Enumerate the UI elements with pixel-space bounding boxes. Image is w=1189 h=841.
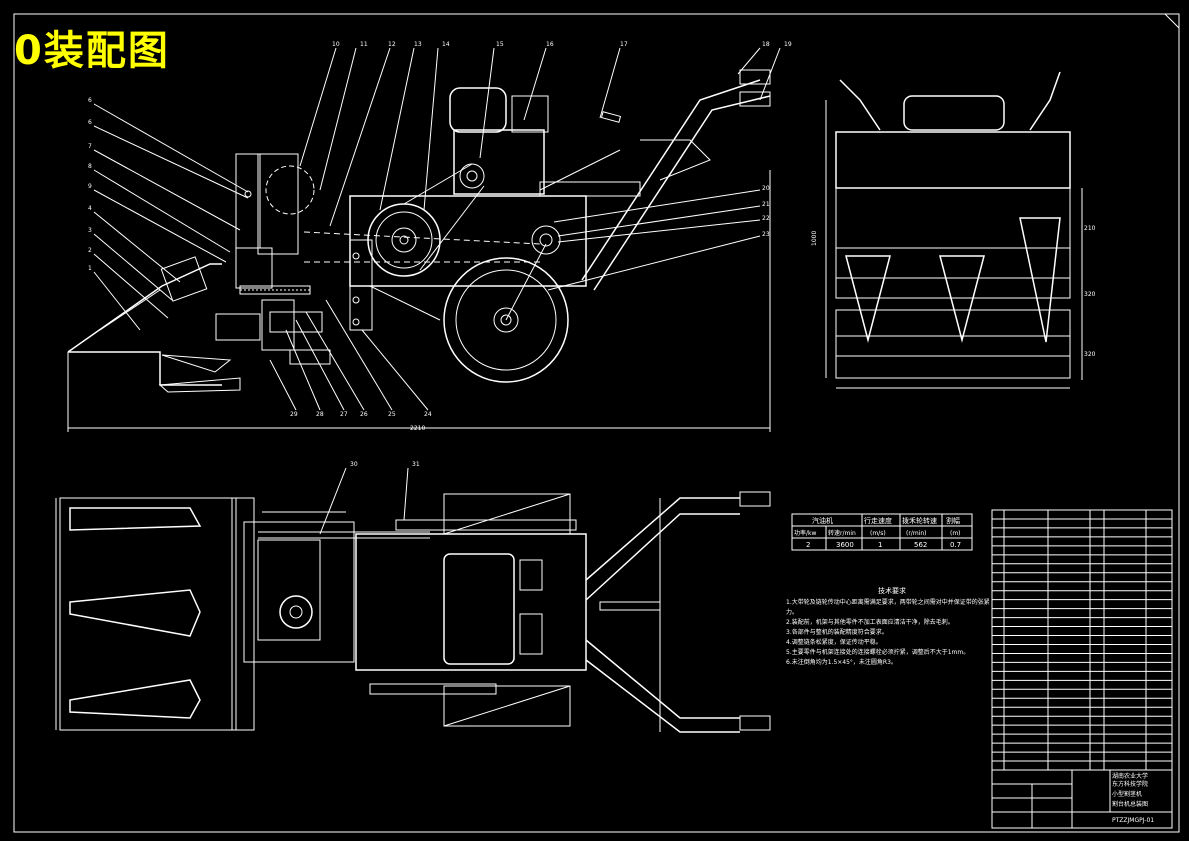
tech-item-5: 5.主要零件与机架连接处的连接螺栓必须拧紧，调整后不大于1mm。 <box>786 649 970 656</box>
leader-17: 17 <box>620 41 628 48</box>
spec-sh4: (r/min) <box>906 530 926 537</box>
spec-v5: 0.7 <box>950 541 961 549</box>
tb-drawing: 割台机总装图 <box>1112 800 1148 808</box>
tech-item-3: 3.各部件与整机的装配精度符合要求。 <box>786 629 888 636</box>
spec-sh1: 功率/kw <box>794 529 816 537</box>
spec-sh5: (m) <box>950 530 961 537</box>
leader-22: 22 <box>762 215 770 222</box>
leader-25: 25 <box>388 411 396 418</box>
leader-21: 21 <box>762 201 770 208</box>
leader-27: 27 <box>340 411 348 418</box>
technical-requirements: 技术要求 1.大带轮及链轮传动中心距离需满足要求，两带轮之间需对中并保证带的张紧… <box>786 586 998 668</box>
leader-2: 2 <box>88 247 92 254</box>
tb-school2: 东方科技学院 <box>1112 780 1148 788</box>
leader-6a: 6 <box>88 97 92 104</box>
leader-11: 11 <box>360 41 368 48</box>
spec-v4: 562 <box>914 541 927 549</box>
leader-1: 1 <box>88 265 92 272</box>
spec-h3: 拨禾轮转速 <box>902 516 937 525</box>
plan-view <box>55 467 771 733</box>
leader-6b: 6 <box>88 119 92 126</box>
leader-10: 10 <box>332 41 340 48</box>
dim-side-1: 210 <box>1084 225 1096 232</box>
dim-side-3: 320 <box>1084 351 1096 358</box>
leader-18: 18 <box>762 41 770 48</box>
title-block <box>991 769 1173 829</box>
spec-v3: 1 <box>878 541 882 549</box>
leader-9: 9 <box>88 183 92 190</box>
tech-item-1: 1.大带轮及链轮传动中心距离需满足要求，两带轮之间需对中并保证带的张紧力。 <box>786 599 990 616</box>
tech-heading: 技术要求 <box>878 587 906 595</box>
leader-23: 23 <box>762 231 770 238</box>
front-view <box>825 71 1083 389</box>
part-numbers: 10 11 12 13 14 15 16 17 18 19 6 6 7 8 9 … <box>88 41 792 468</box>
spec-sh2: 转速r/min <box>828 529 856 537</box>
leader-13: 13 <box>414 41 422 48</box>
tb-product: 小型割茎机 <box>1112 790 1142 798</box>
leader-16: 16 <box>546 41 554 48</box>
leader-15: 15 <box>496 41 504 48</box>
leader-14: 14 <box>442 41 450 48</box>
spec-h2: 行走速度 <box>864 516 892 525</box>
tech-item-2: 2.装配前，机架与其他零件不加工表面应清洁干净，除去毛刺。 <box>786 619 954 626</box>
leader-7: 7 <box>88 143 92 150</box>
leader-3: 3 <box>88 227 92 234</box>
leader-20: 20 <box>762 185 770 192</box>
spec-h4: 割幅 <box>946 516 960 525</box>
tb-school: 湖南农业大学 <box>1112 772 1148 780</box>
dim-height: 1000 <box>811 231 818 246</box>
tech-item-4: 4.调整链条松紧度，保证传动平稳。 <box>786 639 882 646</box>
drawing-title: 0装配图 <box>14 28 170 74</box>
drawing-frame <box>13 13 1180 833</box>
leader-4: 4 <box>88 205 92 212</box>
spec-v1: 2 <box>806 541 810 549</box>
leader-31: 31 <box>412 461 420 468</box>
leader-28: 28 <box>316 411 324 418</box>
leader-8: 8 <box>88 163 92 170</box>
bom-table <box>991 509 1173 771</box>
leader-29: 29 <box>290 411 298 418</box>
dim-side-2: 320 <box>1084 291 1096 298</box>
tb-code: PTZZJMGPJ-01 <box>1112 817 1154 824</box>
tech-item-6: 6.未注倒角均为1.5×45°，未注圆角R3。 <box>786 659 897 666</box>
leader-19: 19 <box>784 41 792 48</box>
spec-sh3: (m/s) <box>870 530 886 537</box>
spec-h1: 汽油机 <box>812 516 833 525</box>
leader-30: 30 <box>350 461 358 468</box>
leader-24: 24 <box>424 411 432 418</box>
leader-12: 12 <box>388 41 396 48</box>
side-view <box>67 47 781 432</box>
spec-table <box>791 513 973 551</box>
dim-overall: 2210 <box>410 425 425 432</box>
leader-26: 26 <box>360 411 368 418</box>
spec-v2: 3600 <box>836 541 854 549</box>
